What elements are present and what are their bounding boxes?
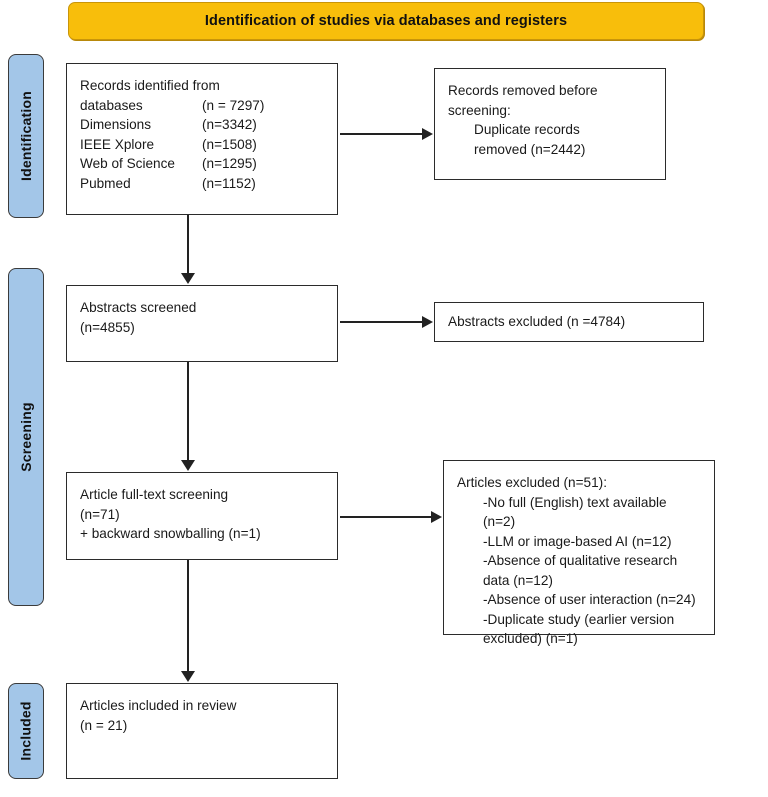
arrow-right-icon [422, 316, 433, 328]
records-identified-title: Records identified from [80, 78, 220, 93]
record-source-count: (n = 7297) [202, 97, 265, 113]
box-abstracts-excluded: Abstracts excluded (n =4784) [434, 302, 704, 342]
exclusion-reason-continued: excluded) (n=1) [483, 631, 578, 646]
box-articles-excluded: Articles excluded (n=51): -No full (Engl… [443, 460, 715, 646]
connector-identified-to-abstracts [187, 215, 189, 274]
arrow-down-icon [181, 671, 195, 682]
connector-fulltext-to-included [187, 560, 189, 672]
record-source-label: databases [80, 97, 143, 113]
arrow-down-icon [181, 460, 195, 471]
stage-label-identification: Identification [8, 54, 44, 218]
stage-label-included-text: Included [18, 701, 35, 761]
record-source-count: (n=1295) [202, 156, 257, 171]
record-source-label: Dimensions [80, 117, 152, 132]
arrow-right-icon [431, 511, 442, 523]
header-banner-title: Identification of studies via databases … [204, 13, 568, 29]
exclusion-reason: -Duplicate study (earlier version [483, 611, 675, 627]
fulltext-screening-count: (n=71) [80, 506, 120, 522]
connector-abstracts-to-excluded [340, 321, 423, 323]
exclusion-reason: -Absence of qualitative research [483, 553, 678, 568]
record-source-label: IEEE Xplore [80, 136, 155, 152]
abstracts-screened-label: Abstracts screened [80, 300, 197, 315]
connector-abstracts-to-fulltext [187, 362, 189, 461]
record-source-count: (n=1508) [202, 136, 257, 152]
backward-snowballing-count: + backward snowballing (n=1) [80, 526, 261, 541]
record-source-label: Pubmed [80, 175, 131, 191]
box-records-identified: Records identified from databases (n = 7… [66, 63, 338, 215]
articles-excluded-title: Articles excluded (n=51): [457, 475, 607, 490]
connector-fulltext-to-excluded [340, 516, 432, 518]
arrow-down-icon [181, 273, 195, 284]
stage-label-screening: Screening [8, 268, 44, 606]
records-removed-line1: Records removed before [448, 83, 598, 98]
box-articles-included: Articles included in review (n = 21) [66, 683, 338, 779]
duplicate-records-line1: Duplicate records [474, 122, 580, 137]
record-source-count: (n=1152) [202, 175, 256, 191]
stage-label-screening-text: Screening [18, 402, 34, 472]
articles-included-count: (n = 21) [80, 717, 128, 733]
box-records-removed: Records removed before screening: Duplic… [434, 68, 666, 180]
abstracts-excluded-label: Abstracts excluded (n =4784) [448, 314, 626, 330]
connector-identified-to-removed [340, 133, 423, 135]
box-fulltext-screening: Article full-text screening (n=71) + bac… [66, 472, 338, 560]
records-removed-line2: screening: [448, 102, 511, 118]
abstracts-screened-count: (n=4855) [80, 319, 135, 335]
record-source-count: (n=3342) [202, 117, 257, 132]
articles-included-label: Articles included in review [80, 698, 237, 713]
exclusion-reason-continued: data (n=12) [483, 572, 553, 588]
record-source-label: Web of Science [80, 156, 175, 171]
box-abstracts-screened: Abstracts screened (n=4855) [66, 285, 338, 362]
exclusion-reason: -No full (English) text available (n=2) [483, 494, 667, 530]
stage-label-included: Included [8, 683, 44, 779]
fulltext-screening-label: Article full-text screening [80, 487, 229, 502]
arrow-right-icon [422, 128, 433, 140]
header-banner: Identification of studies via databases … [68, 2, 704, 40]
exclusion-reason: -LLM or image-based AI (n=12) [483, 533, 672, 549]
duplicate-records-line2: removed (n=2442) [474, 141, 586, 157]
stage-label-identification-text: Identification [18, 91, 35, 181]
records-identified-list: databases (n = 7297) Dimensions (n=3342)… [80, 96, 324, 194]
exclusion-reason: -Absence of user interaction (n=24) [483, 592, 696, 607]
